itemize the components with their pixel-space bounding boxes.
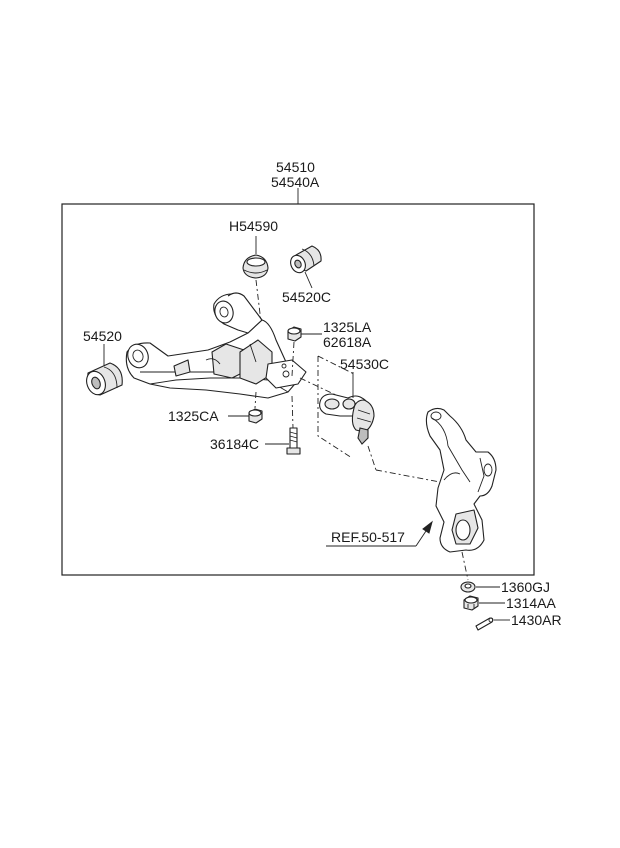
label-upper-nut-2[interactable]: 62618A — [323, 334, 372, 350]
label-dust-cover[interactable]: H54590 — [229, 218, 278, 234]
castle-nut-part — [463, 595, 479, 611]
label-lower-nut[interactable]: 1325CA — [168, 408, 219, 424]
lower-arm-part — [125, 292, 307, 399]
label-bushing-front[interactable]: 54520 — [83, 328, 122, 344]
washer-part — [460, 581, 476, 593]
lower-nut-part — [248, 408, 263, 424]
ball-joint-centerline — [367, 445, 377, 471]
bushing-rear-part — [290, 245, 322, 274]
label-ball-joint[interactable]: 54530C — [340, 356, 389, 372]
label-assembly-alt[interactable]: 54540A — [271, 174, 320, 190]
bushing-rear-leader — [304, 271, 313, 289]
bolt-centerline — [291, 395, 294, 429]
label-bushing-rear[interactable]: 54520C — [282, 289, 331, 305]
label-cotter-pin[interactable]: 1430AR — [511, 612, 562, 628]
hardware-centerline — [461, 551, 469, 581]
cotter-pin-part — [475, 617, 494, 631]
label-castle-nut[interactable]: 1314AA — [506, 595, 556, 611]
bolt-part — [286, 427, 301, 455]
label-assembly[interactable]: 54510 — [276, 159, 315, 175]
bushing-front-part — [86, 362, 123, 396]
lower-nut-centerline — [254, 391, 257, 409]
upper-nut-part — [287, 326, 302, 342]
knuckle-centerline — [375, 469, 441, 483]
reference-arrow-head — [422, 520, 433, 534]
steering-knuckle-part — [425, 407, 497, 553]
label-bolt[interactable]: 36184C — [210, 436, 259, 452]
upper-nut-centerline — [291, 341, 295, 377]
ball-joint-dashed-bracket — [299, 355, 355, 459]
ball-joint-part — [319, 393, 375, 445]
label-washer[interactable]: 1360GJ — [501, 579, 550, 595]
label-reference[interactable]: REF.50-517 — [331, 529, 405, 545]
label-upper-nut-1[interactable]: 1325LA — [323, 319, 372, 335]
dust-cover-part — [242, 254, 269, 279]
